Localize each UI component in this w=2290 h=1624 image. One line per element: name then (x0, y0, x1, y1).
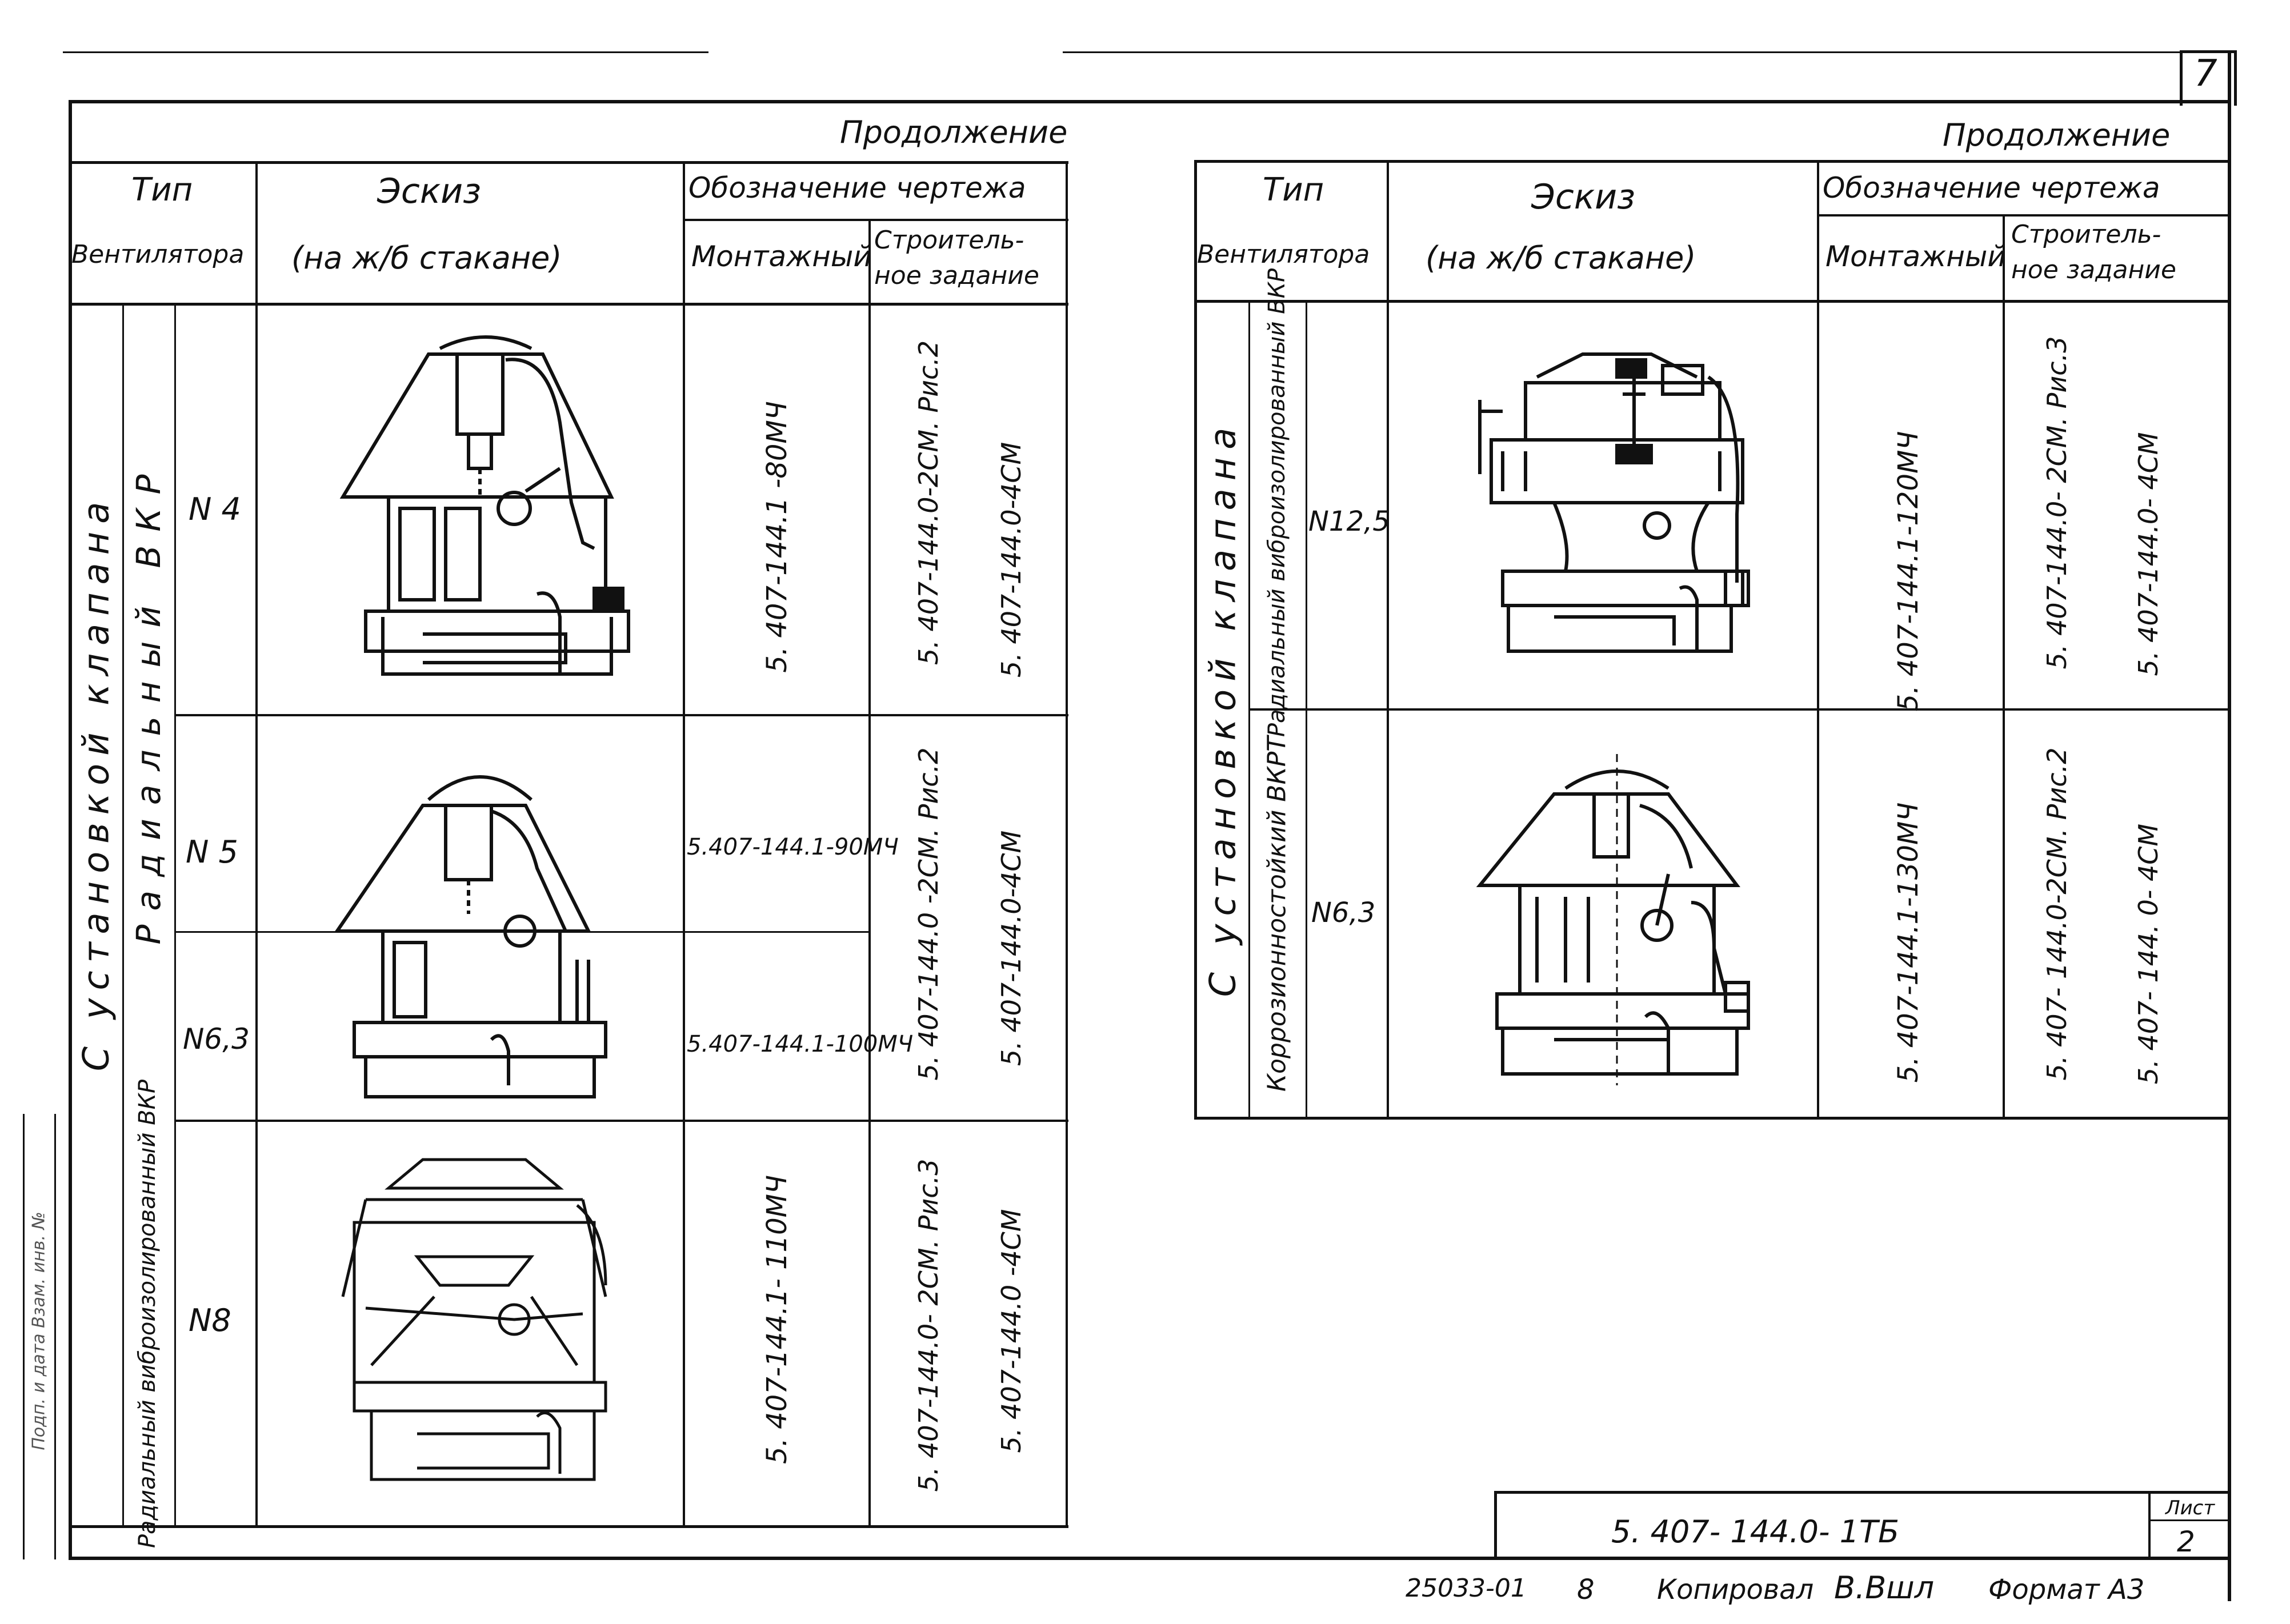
right-hline-3 (1248, 708, 2231, 711)
left-vline-type (255, 161, 258, 1526)
right-build1-1: 5. 407-144.0- 2СМ. Рис.3 (2041, 336, 2072, 669)
right-subgroup-1: Радиальный виброизолированный ВКР (1264, 268, 1290, 737)
sketch-fan-n4 (309, 320, 663, 685)
left-vline-sketch (683, 161, 685, 1526)
left-col-mount: Монтажный (691, 240, 872, 273)
left-col-type: Тип (131, 171, 193, 208)
sketch-fan-n8 (320, 1148, 663, 1497)
footer-code: 25033-01 (1406, 1574, 1527, 1603)
left-hline-4b (683, 931, 868, 933)
left-size-1: N 4 (189, 491, 241, 527)
frame-bottom (69, 1557, 2231, 1560)
left-size-2: N 5 (186, 834, 238, 870)
left-vline-sub (174, 303, 176, 1525)
left-continuation: Продолжение (840, 114, 1068, 150)
left-group-label: С установкой клапана (75, 494, 117, 1072)
left-build1-2: 5. 407-144.0 -2СМ. Рис.2 (913, 747, 944, 1081)
right-build1-2: 5. 407- 144.0-2СМ. Рис.2 (2041, 747, 2072, 1081)
left-build1-4: 5. 407-144.0- 2СМ. Рис.3 (913, 1158, 944, 1492)
right-build2-2: 5. 407- 144. 0- 4СМ (2133, 823, 2164, 1085)
left-col-type-sub: Вентилятора (71, 240, 245, 269)
left-size-4: N8 (189, 1302, 231, 1338)
right-mount-2: 5. 407-144.1-130МЧ (1892, 802, 1924, 1083)
right-vline-sketch (1817, 160, 1819, 1120)
right-continuation: Продолжение (1943, 117, 2171, 153)
title-block-sheet-line (2148, 1519, 2231, 1521)
left-build2-4: 5. 407-144.0 -4СМ (996, 1209, 1027, 1453)
right-vline-type (1387, 160, 1389, 1120)
left-subgroup-1: Радиальный ВКР (129, 460, 168, 945)
right-group-label: С установкой клапана (1202, 419, 1244, 997)
right-col-mount: Монтажный (1825, 240, 2006, 273)
right-build2-1: 5. 407-144.0- 4СМ (2133, 432, 2164, 676)
left-col-build-text: Строитель- ное задание (874, 226, 1039, 290)
right-col-type: Тип (1263, 171, 1324, 208)
right-size-1: N12,5 (1308, 506, 1390, 538)
left-vline-right (1066, 161, 1068, 1526)
left-hline-bottom (69, 1525, 1068, 1528)
left-mount-1: 5. 407-144.1 -80МЧ (761, 401, 793, 673)
left-mount-2: 5.407-144.1-90МЧ (687, 834, 899, 860)
right-col-sketch-sub: (на ж/б стакане) (1426, 240, 1696, 276)
left-size-3: N6,3 (183, 1022, 250, 1056)
title-designation: 5. 407- 144.0- 1ТБ (1611, 1514, 1900, 1550)
frame-left (69, 100, 72, 1559)
page-number: 7 (2194, 53, 2217, 95)
top-dash-line-left (63, 51, 708, 53)
left-col-build: Строитель- ное задание (874, 223, 1063, 294)
right-mount-1: 5. 407-144.1-120МЧ (1892, 431, 1924, 712)
sketch-fan-n125 (1468, 343, 1765, 674)
margin-stamp-text: Подп. и дата Взам. инв. № (29, 1212, 49, 1450)
sheet-number: 2 (2177, 1525, 2195, 1558)
right-vline-left (1194, 160, 1197, 1120)
title-block-top (1497, 1491, 2231, 1494)
left-hline-1 (69, 161, 1068, 164)
right-vline-mount (2003, 214, 2005, 1120)
sketch-fan-n63-right (1463, 754, 1771, 1097)
right-subgroup-2: Коррозионностойкий ВКРТ (1262, 736, 1292, 1092)
right-col-build-text: Строитель- ное задание (2011, 220, 2176, 284)
margin-stamp-line-2 (54, 1114, 56, 1559)
title-block-left (1494, 1491, 1497, 1559)
footer-copied: Копировал (1657, 1574, 1814, 1606)
frame-top (69, 100, 2231, 103)
left-build1-1: 5. 407-144.0-2СМ. Рис.2 (913, 340, 944, 665)
footer-num: 8 (1577, 1574, 1595, 1606)
left-build2-1: 5. 407-144.0-4СМ (996, 442, 1027, 678)
right-hline-1 (1194, 160, 2231, 163)
footer-format: Формат А3 (1988, 1574, 2145, 1606)
sheet-label: Лист (2165, 1497, 2215, 1519)
left-mount-3: 5.407-144.1-100МЧ (687, 1031, 914, 1057)
right-col-type-sub: Вентилятора (1197, 240, 1370, 269)
top-dash-line-right (1063, 51, 2183, 53)
left-col-sketch-sub: (на ж/б стакане) (291, 240, 562, 276)
left-hline-5 (174, 1120, 1068, 1122)
left-vline-mount (868, 219, 871, 1526)
left-subgroup-2: Радиальный виброизолированный ВКР (134, 1079, 161, 1549)
footer-name: В.Вшл (1834, 1570, 1935, 1606)
right-col-build: Строитель- ное задание (2011, 217, 2194, 288)
margin-stamp-line (23, 1114, 25, 1559)
left-hline-2 (69, 303, 1068, 306)
right-hline-mid (1817, 214, 2231, 216)
page-number-box (2180, 50, 2237, 106)
right-size-2: N6,3 (1311, 897, 1376, 929)
right-col-designation: Обозначение чертежа (1823, 171, 2160, 204)
left-vline-group (122, 303, 124, 1525)
left-hline-mid (684, 219, 1068, 221)
right-vline-group (1248, 300, 1250, 1120)
left-col-designation: Обозначение чертежа (688, 171, 1026, 204)
left-col-sketch: Эскиз (377, 171, 482, 211)
sketch-fan-n5-n63 (309, 743, 663, 1102)
title-block-divider (2148, 1491, 2151, 1559)
right-hline-bottom (1194, 1117, 2231, 1120)
left-build2-2: 5. 407-144.0-4СМ (996, 830, 1027, 1066)
frame-right (2228, 50, 2231, 1601)
left-mount-4: 5. 407-144.1- 110МЧ (761, 1175, 793, 1464)
right-col-sketch: Эскиз (1531, 177, 1636, 217)
left-hline-3 (174, 714, 1068, 716)
right-hline-2 (1194, 300, 2231, 303)
right-vline-sub (1306, 300, 1307, 1120)
